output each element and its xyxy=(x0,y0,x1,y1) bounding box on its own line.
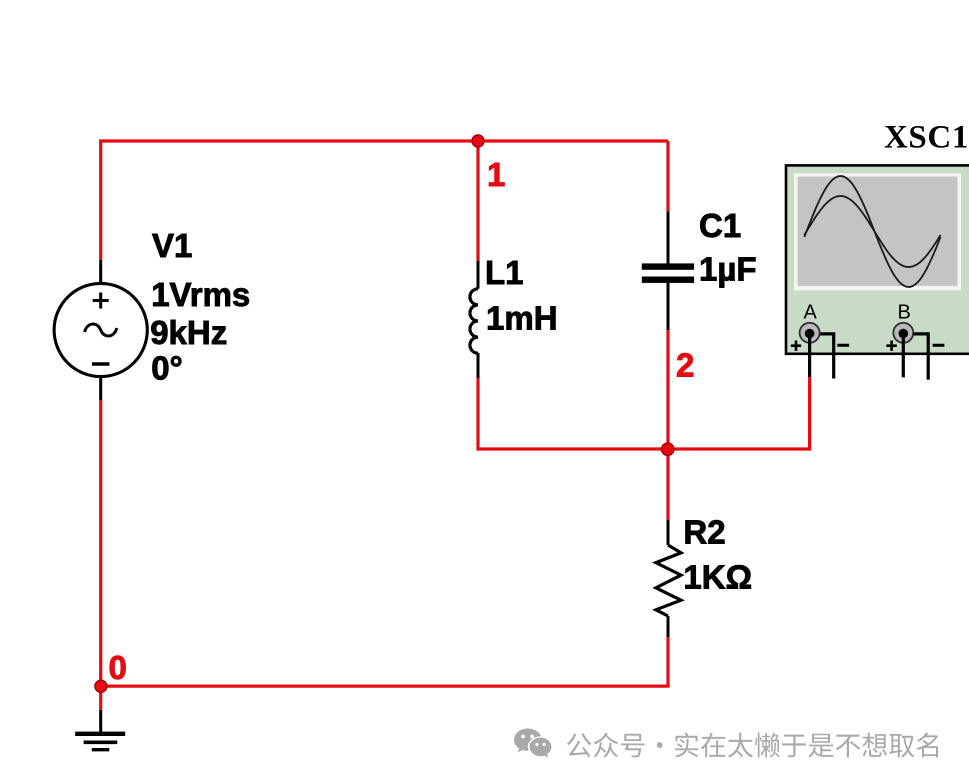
svg-text:1µF: 1µF xyxy=(699,250,757,287)
svg-text:1Vrms: 1Vrms xyxy=(151,276,250,313)
svg-text:0°: 0° xyxy=(151,350,183,387)
svg-text:0: 0 xyxy=(109,649,127,686)
svg-text:2: 2 xyxy=(676,347,694,384)
svg-text:1mH: 1mH xyxy=(486,300,558,337)
svg-text:1: 1 xyxy=(487,156,505,193)
svg-text:R2: R2 xyxy=(683,513,725,550)
svg-text:A: A xyxy=(804,302,818,324)
svg-text:XSC1: XSC1 xyxy=(884,120,969,156)
svg-text:V1: V1 xyxy=(152,227,192,264)
svg-text:L1: L1 xyxy=(485,254,524,291)
svg-text:C1: C1 xyxy=(699,207,741,244)
svg-text:1KΩ: 1KΩ xyxy=(683,559,752,596)
svg-text:9kHz: 9kHz xyxy=(150,314,227,351)
svg-text:B: B xyxy=(898,302,911,324)
